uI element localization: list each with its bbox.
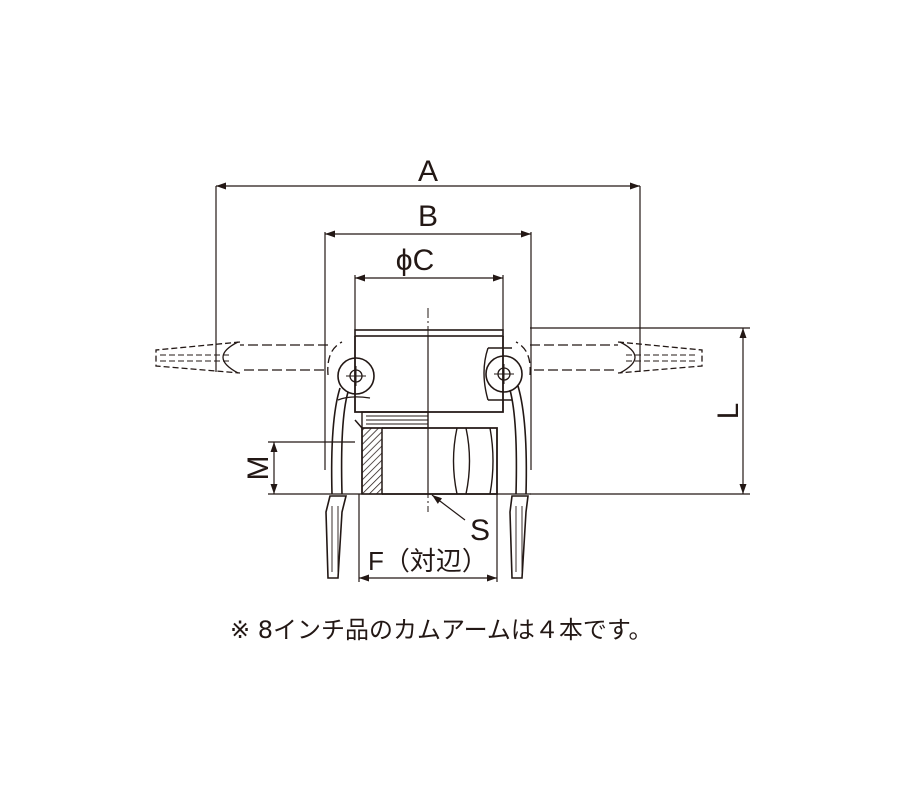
dimension-b: B [324, 200, 532, 470]
footnote: ※ 8インチ品のカムアームは４本です。 [230, 616, 653, 644]
dimension-c-label: ϕC [396, 244, 434, 277]
dimension-a: A [215, 155, 641, 372]
dimension-c: ϕC [354, 244, 504, 330]
dimension-l: L [530, 327, 750, 495]
dimension-m-label: M [242, 456, 275, 481]
dimension-f-label: F（対辺） [368, 546, 488, 576]
dimension-m: M [242, 441, 355, 495]
left-cam-arm [155, 341, 375, 579]
dimension-a-label: A [418, 155, 438, 188]
dimension-l-label: L [712, 403, 745, 420]
coupler-body [325, 329, 531, 495]
dimension-f: F（対辺） [358, 494, 498, 582]
leader-s: S [431, 494, 490, 547]
right-cam-arm [485, 341, 703, 579]
leader-s-label: S [470, 514, 490, 547]
dimension-b-label: B [418, 200, 438, 233]
